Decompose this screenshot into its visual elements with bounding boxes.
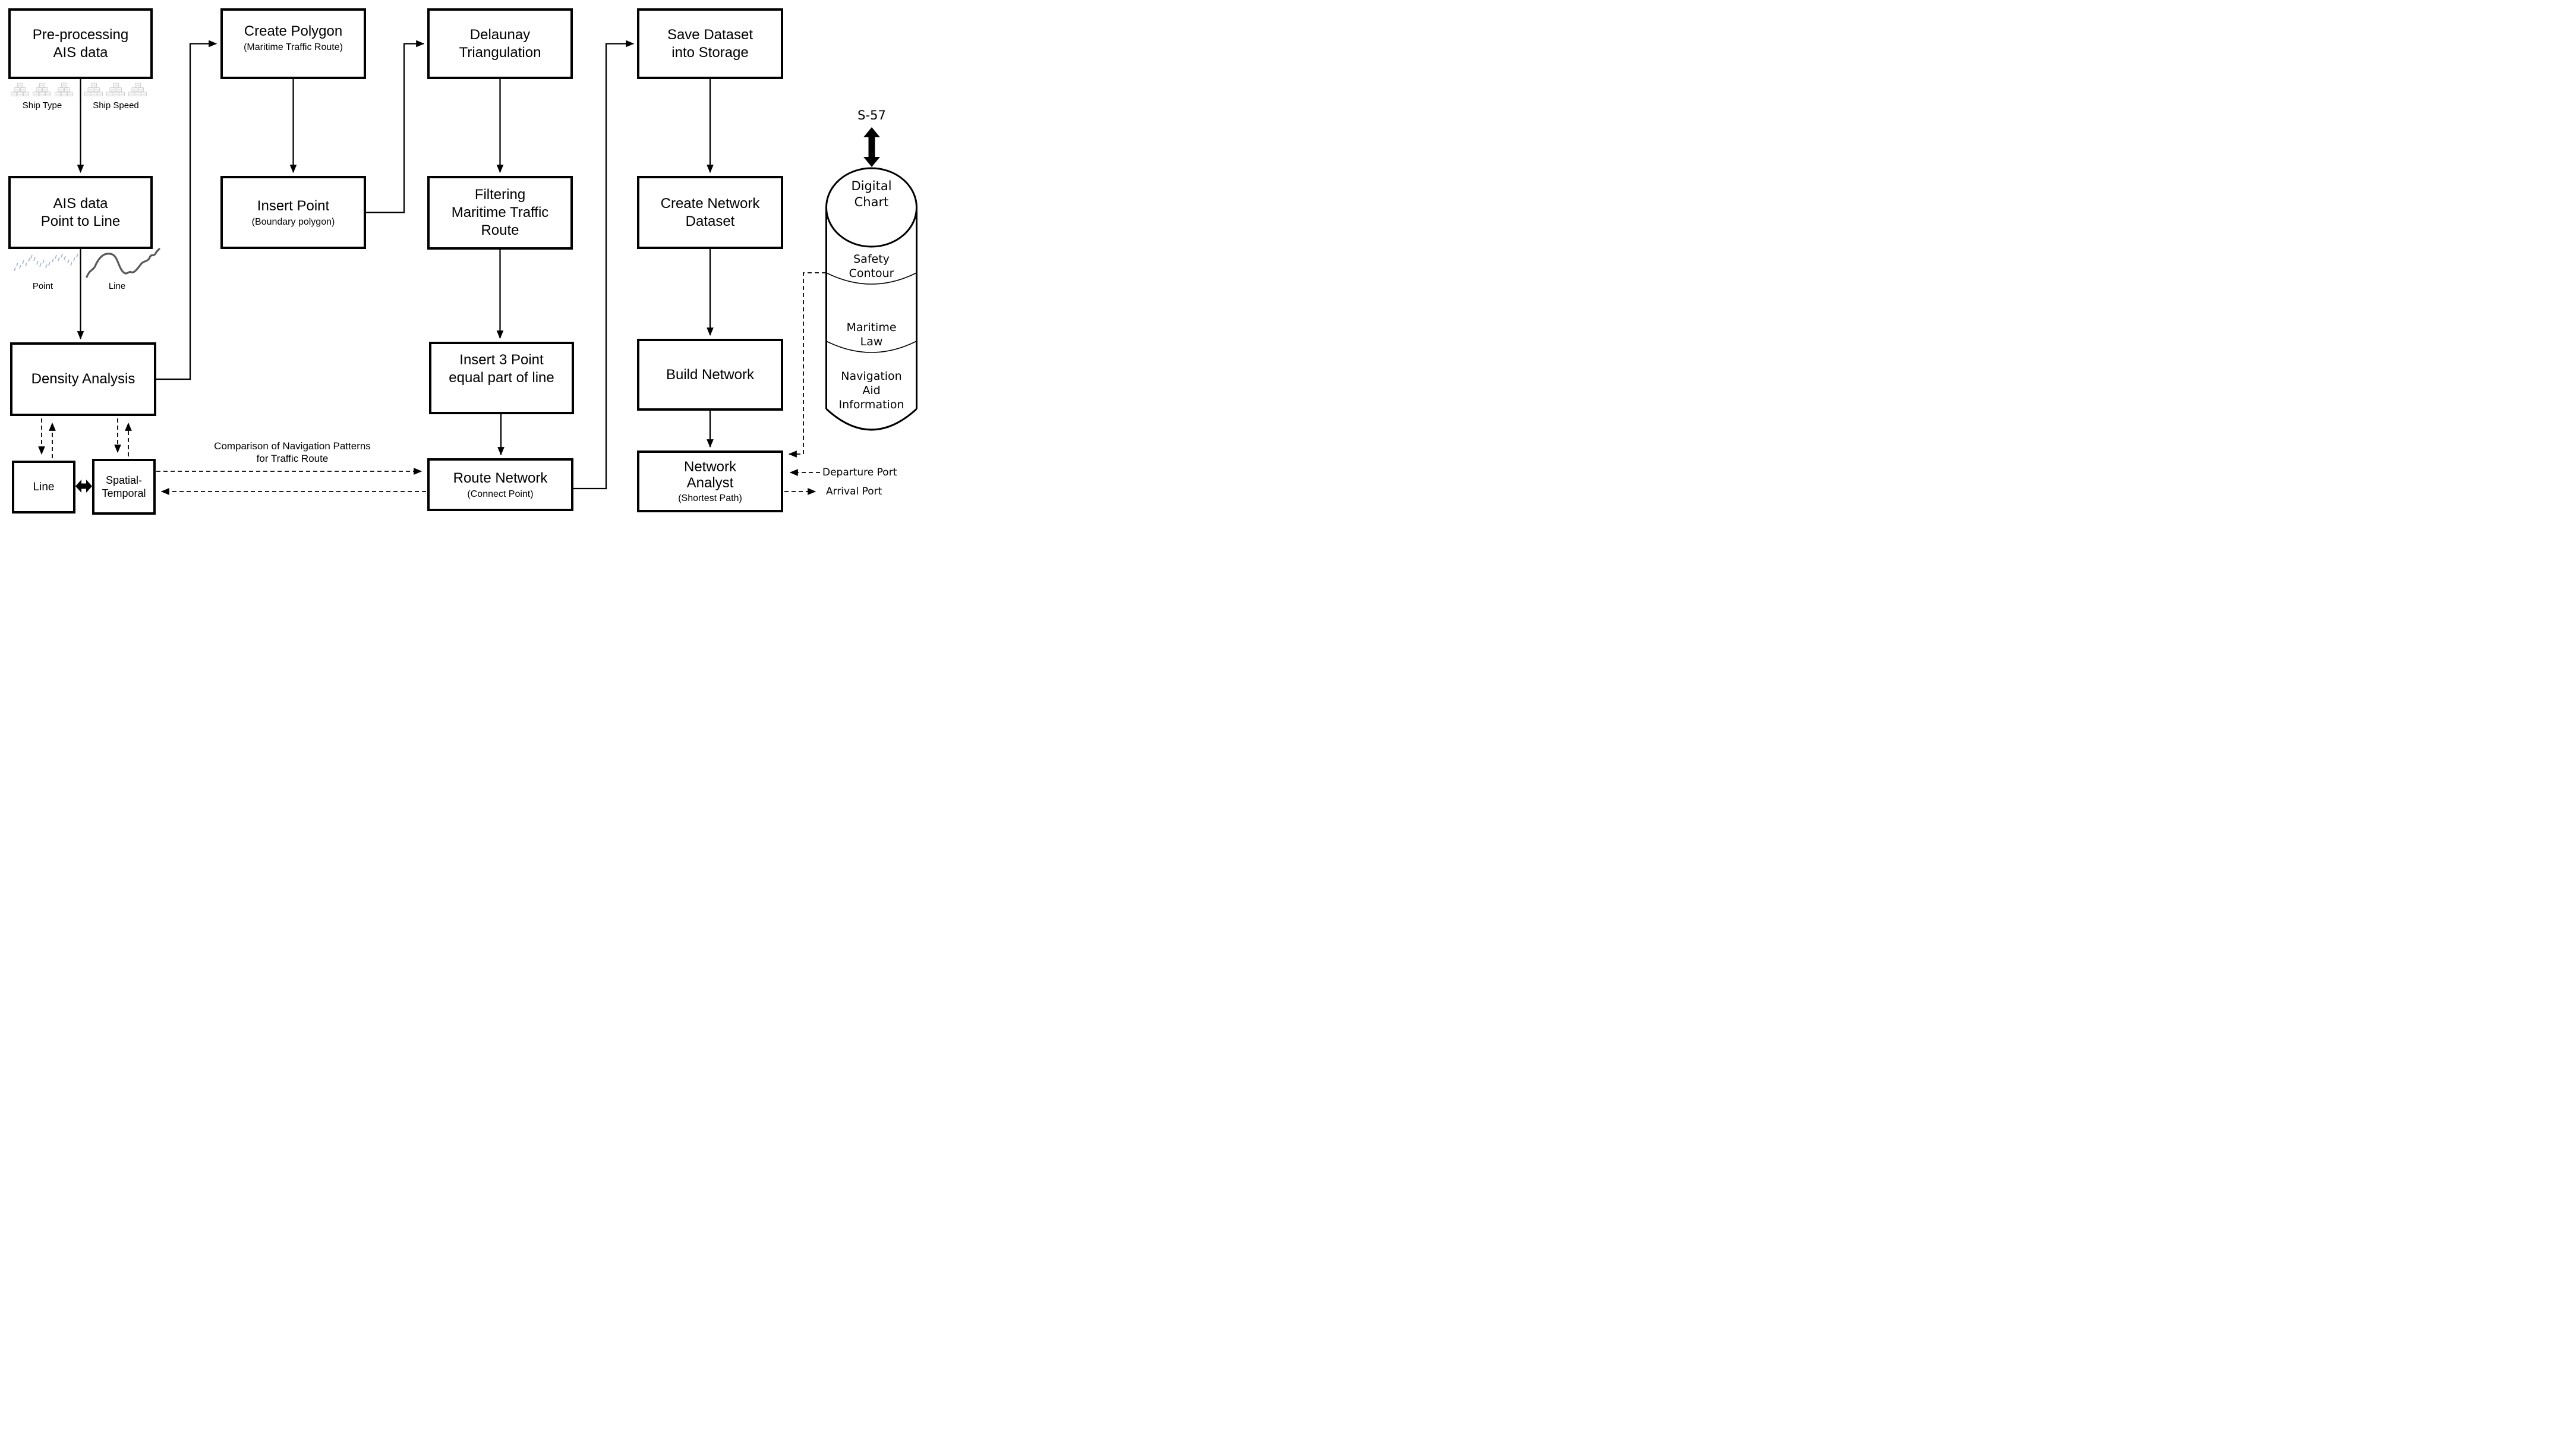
thick-double-arrow-s57-chart <box>863 127 880 167</box>
node-save-dataset: Save Dataset into Storage <box>637 8 783 79</box>
arrival-port-label: Arrival Port <box>826 486 882 497</box>
node-label: Save Dataset into Storage <box>667 26 753 61</box>
cargo-stack-icon <box>11 83 29 96</box>
comparison-caption: Comparison of Navigation Patterns for Tr… <box>214 440 371 465</box>
node-label: Build Network <box>666 366 755 383</box>
node-label: Delaunay Triangulation <box>459 26 541 61</box>
node-create-network-dataset: Create Network Dataset <box>637 176 783 249</box>
cargo-stack-icon <box>128 83 147 96</box>
node-route-network: Route Network (Connect Point) <box>427 458 573 511</box>
node-ais-point-to-line: AIS data Point to Line <box>8 176 153 249</box>
node-label: Insert 3 Point equal part of line <box>449 352 554 386</box>
node-insert-point: Insert Point (Boundary polygon) <box>220 176 366 249</box>
ship-type-label: Ship Type <box>22 100 62 111</box>
node-label: Line <box>33 480 55 493</box>
thick-double-arrow-line-spatial <box>75 480 92 493</box>
node-label: Spatial- Temporal <box>102 474 146 500</box>
ship-speed-icons <box>84 83 147 97</box>
flowchart-canvas: Pre-processing AIS data AIS data Point t… <box>0 0 918 515</box>
digital-chart-label: Digital Chart <box>851 179 892 210</box>
cargo-stack-icon <box>33 83 51 96</box>
node-label: AIS data Point to Line <box>40 195 121 229</box>
dashed-safetycontour-to-analyst <box>788 272 826 458</box>
database-cylinder-shape <box>825 167 917 431</box>
node-label: Density Analysis <box>31 371 135 387</box>
node-sublabel: (Connect Point) <box>467 489 534 499</box>
node-preprocessing-ais-data: Pre-processing AIS data <box>8 8 153 79</box>
node-delaunay-triangulation: Delaunay Triangulation <box>427 8 573 79</box>
node-label: Network Analyst <box>683 458 737 492</box>
node-sublabel: (Shortest Path) <box>678 493 742 503</box>
point-label: Point <box>32 281 53 291</box>
arrow-density-to-createpolygon <box>156 40 217 380</box>
arrow-insertpoint-to-delaunay <box>366 40 425 213</box>
node-label: Insert Point <box>257 197 330 214</box>
node-filtering-route: Filtering Maritime Traffic Route <box>427 176 573 250</box>
cargo-stack-icon <box>55 83 73 96</box>
node-network-analyst: Network Analyst (Shortest Path) <box>637 451 783 512</box>
node-label: Pre-processing AIS data <box>32 26 129 61</box>
node-sublabel: (Maritime Traffic Route) <box>244 42 343 52</box>
maritime-law-label: Maritime Law <box>846 321 897 348</box>
node-spatial-temporal: Spatial- Temporal <box>92 459 156 515</box>
node-density-analysis: Density Analysis <box>10 342 156 416</box>
wavy-line-icon <box>86 248 160 278</box>
node-line: Line <box>12 461 75 513</box>
node-sublabel: (Boundary polygon) <box>251 216 335 227</box>
ship-type-icons <box>11 83 74 97</box>
arrow-routenetwork-to-savedataset <box>573 40 635 490</box>
ship-speed-label: Ship Speed <box>93 100 139 111</box>
cargo-stack-icon <box>84 83 103 96</box>
node-label: Create Polygon <box>244 23 343 39</box>
node-label: Filtering Maritime Traffic Route <box>451 187 549 238</box>
line-label: Line <box>108 281 126 291</box>
connector-layer <box>14 40 917 495</box>
navigation-aid-label: Navigation Aid Information <box>838 370 904 411</box>
node-insert-3-point: Insert 3 Point equal part of line <box>429 342 574 414</box>
node-create-polygon: Create Polygon (Maritime Traffic Route) <box>220 8 366 79</box>
cargo-stack-icon <box>106 83 125 96</box>
safety-contour-label: Safety Contour <box>849 253 894 280</box>
departure-port-label: Departure Port <box>822 467 897 478</box>
point-scatter-icon <box>14 253 78 272</box>
node-build-network: Build Network <box>637 339 783 411</box>
node-label: Route Network <box>453 470 548 486</box>
s57-label: S-57 <box>857 108 886 122</box>
node-label: Create Network Dataset <box>660 195 760 229</box>
